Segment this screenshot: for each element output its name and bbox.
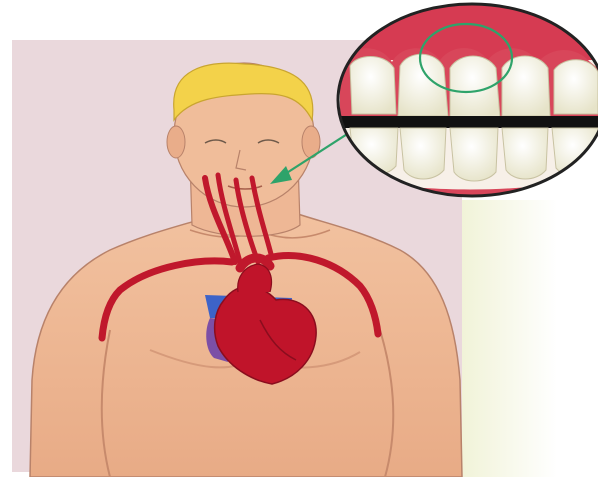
- teeth-inset: [330, 0, 598, 200]
